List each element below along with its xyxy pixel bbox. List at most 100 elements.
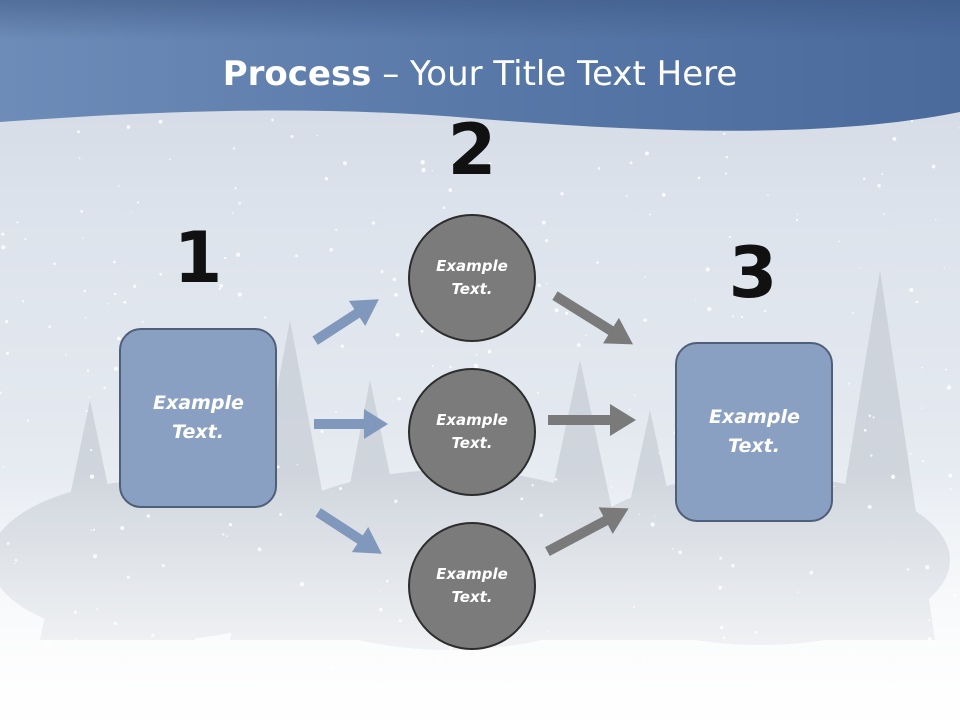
snowflake: [96, 608, 99, 611]
snowflake: [953, 593, 957, 597]
snowflake: [851, 311, 854, 314]
snowflake: [279, 513, 283, 516]
snowflake: [420, 160, 425, 165]
snowflake: [859, 267, 862, 269]
snowflake: [88, 396, 90, 398]
snowflake: [316, 134, 319, 137]
snowflake: [585, 334, 587, 336]
snowflake: [342, 161, 348, 166]
snowflake: [438, 659, 443, 664]
snowflake: [838, 240, 840, 243]
snowflake: [644, 151, 649, 156]
snowflake: [957, 127, 960, 129]
snowflake: [117, 185, 120, 187]
snowflake: [661, 192, 666, 197]
snowflake: [678, 550, 682, 555]
snowflake: [77, 130, 80, 134]
snowflake: [628, 408, 631, 411]
snowflake: [554, 308, 559, 313]
snowflake: [1, 666, 6, 670]
snowflake: [796, 213, 798, 216]
snowflake: [379, 590, 382, 592]
snowflake: [276, 465, 280, 469]
snowflake: [565, 311, 569, 315]
snowflake: [380, 270, 384, 274]
snowflake: [950, 488, 952, 490]
snowflake: [141, 320, 144, 323]
snowflake: [231, 212, 234, 214]
snowflake: [151, 633, 155, 637]
snowflake: [89, 448, 93, 452]
snowflake: [863, 428, 867, 432]
snowflake: [103, 386, 106, 389]
snowflake: [168, 158, 171, 161]
circle-middle-text: Example Text.: [436, 411, 508, 452]
arrow-down-gray: [552, 291, 634, 345]
snowflake: [805, 652, 808, 656]
snowflake: [610, 485, 613, 488]
snowflake: [126, 575, 130, 579]
snowflake: [537, 283, 541, 288]
snowflake: [767, 194, 769, 196]
snowflake: [881, 173, 884, 176]
snowflake: [473, 148, 476, 151]
snowflake: [576, 343, 581, 347]
snowflake: [232, 147, 236, 150]
slide-title: Process – Your Title Text Here: [0, 52, 960, 96]
snowflake: [910, 119, 914, 123]
snowflake: [116, 336, 121, 341]
snowflake: [925, 565, 930, 570]
snowflake: [723, 132, 726, 136]
gray-arrows: [545, 291, 636, 557]
snowflake: [257, 547, 262, 552]
snowflake: [219, 283, 223, 288]
snowflake: [910, 452, 912, 455]
snowflake: [755, 674, 757, 676]
snowflake: [922, 459, 925, 463]
snowflake: [85, 410, 88, 412]
snowflake: [868, 414, 872, 418]
snowflake: [263, 316, 267, 319]
snowflake: [740, 315, 744, 319]
title-rest: – Your Title Text Here: [371, 54, 738, 94]
snowflake: [943, 267, 945, 269]
snowflake: [136, 201, 140, 204]
snowflake: [5, 319, 9, 324]
left-box: Example Text.: [119, 328, 277, 508]
snowflake: [13, 562, 16, 564]
snowflake: [16, 221, 19, 224]
snowflake: [597, 167, 601, 170]
snowflake: [877, 183, 881, 188]
snowflake: [398, 619, 402, 623]
snowflake: [707, 307, 712, 312]
snowflake: [448, 188, 453, 192]
snowflake: [158, 119, 163, 124]
snowflake: [159, 272, 163, 276]
snowflake: [545, 239, 549, 243]
snowflake: [45, 643, 51, 649]
snowflake: [537, 392, 539, 394]
snowflake: [705, 267, 710, 272]
snowflake: [340, 344, 344, 348]
snowflake: [226, 535, 229, 537]
circle-top: Example Text.: [408, 214, 536, 342]
snowflake: [130, 211, 132, 213]
snowflake: [658, 452, 660, 454]
step-number-1: 1: [173, 217, 223, 299]
snowflake: [126, 125, 131, 129]
snowflake: [339, 487, 343, 491]
snowflake: [394, 292, 398, 297]
snowflake: [222, 533, 225, 536]
snowflake: [75, 637, 78, 640]
snowflake: [638, 513, 640, 516]
arrow-up-blue: [312, 299, 379, 345]
snowflake: [431, 169, 434, 172]
snowflake: [462, 156, 465, 158]
snowflake: [113, 292, 117, 296]
snowflake: [847, 382, 850, 385]
snowflake: [65, 353, 67, 356]
snowflake: [81, 237, 84, 239]
snowflake: [920, 407, 922, 409]
circle-top-text: Example Text.: [436, 257, 508, 298]
